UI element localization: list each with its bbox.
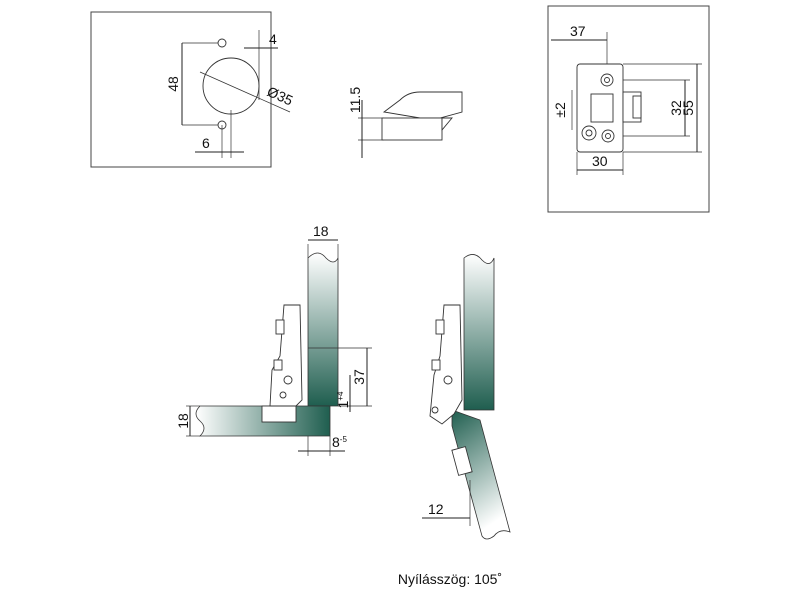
hinge-arm-closed bbox=[269, 304, 303, 407]
cabinet-door-open bbox=[451, 409, 511, 540]
closed-position-view: 18 18 37 1+4 8-5 bbox=[175, 223, 372, 456]
cabinet-side-panel-closed bbox=[307, 252, 339, 407]
gap-sup: -5 bbox=[340, 435, 348, 444]
cabinet-side-panel-open bbox=[463, 254, 495, 411]
overlay-base: 1 bbox=[335, 400, 351, 408]
edge-distance-label: 4 bbox=[269, 31, 277, 47]
hinge-cup-profile bbox=[381, 117, 443, 141]
drilling-height-label: 48 bbox=[165, 76, 181, 92]
plate-outer-label: 55 bbox=[680, 100, 696, 116]
overlay-label: 1+4 bbox=[335, 391, 351, 408]
closed-height-label: 37 bbox=[351, 369, 367, 385]
plate-width-label: 37 bbox=[570, 23, 586, 39]
plate-adjust-label: ±2 bbox=[552, 102, 568, 118]
door-thickness-label: 18 bbox=[175, 413, 191, 429]
hinge-cup-closed bbox=[261, 405, 297, 423]
mounting-plate-panel: 37 ±2 32 55 30 bbox=[547, 5, 710, 213]
screw-hole-top bbox=[217, 38, 227, 48]
gap-base: 8 bbox=[332, 434, 340, 450]
clearance-label: 12 bbox=[428, 501, 444, 517]
hinge-arm-profile bbox=[382, 91, 463, 119]
drilling-pattern-panel: 48 Ø35 4 6 bbox=[90, 11, 296, 168]
overlay-sup: +4 bbox=[336, 391, 345, 401]
open-position-view: 12 bbox=[422, 254, 511, 540]
cup-depth-label: 11.5 bbox=[347, 87, 363, 113]
gap-label: 8-5 bbox=[332, 434, 347, 450]
plate-inner-label: 32 bbox=[668, 100, 684, 116]
cup-profile-view: 11.5 bbox=[347, 87, 463, 158]
opening-angle-caption: Nyílásszög: 105˚ bbox=[397, 571, 503, 587]
hinge-cup-open bbox=[451, 446, 473, 476]
side-thickness-label: 18 bbox=[313, 223, 329, 239]
plate-base-label: 30 bbox=[592, 153, 608, 169]
offset-label: 6 bbox=[202, 135, 210, 151]
